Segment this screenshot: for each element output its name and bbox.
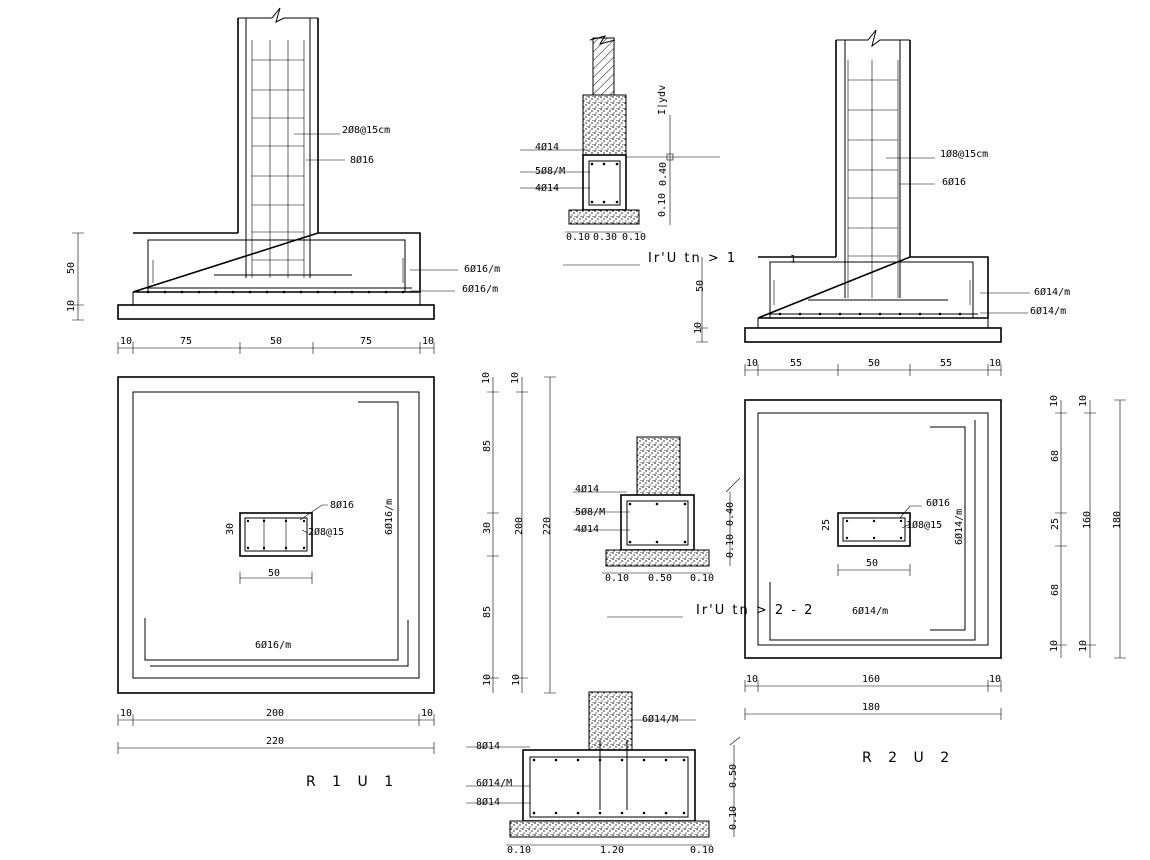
sec1-b2: 0.30 <box>593 232 617 243</box>
f2-h10: 10 <box>693 322 704 334</box>
f2-bars-label: 6Ø16 <box>942 176 966 188</box>
p2-bars-label: 6Ø16 <box>926 497 950 509</box>
r-10a: 10 <box>1049 395 1060 407</box>
sec3-h: 0.50 <box>728 764 739 788</box>
f2-d55a: 55 <box>790 358 802 369</box>
sec1-h2: 0.10 <box>657 193 668 217</box>
v-10a: 10 <box>481 372 492 384</box>
f1-top-label: 6Ø16/m <box>464 263 500 275</box>
sec3-b1: 0.10 <box>507 845 531 856</box>
f2-top-label: 6Ø14/m <box>1034 286 1070 298</box>
p1-stir-label: 2Ø8@15 <box>308 526 344 538</box>
r-68a: 68 <box>1050 450 1061 462</box>
v-220: 220 <box>542 517 553 535</box>
p2-w50: 50 <box>866 558 878 569</box>
v-85b: 85 <box>482 606 493 618</box>
f2-stirrup-label: 1Ø8@15cm <box>940 148 988 160</box>
r-180: 180 <box>1112 511 1123 529</box>
v-200: 200 <box>514 517 525 535</box>
r-68b: 68 <box>1050 584 1061 596</box>
f1-bars-label: 8Ø16 <box>350 154 374 166</box>
sec2-h2: 0.10 <box>725 534 736 558</box>
f2-h50: 50 <box>695 280 706 292</box>
p2-stir-label: 1Ø8@15 <box>906 519 942 531</box>
section-1-detail: 4Ø14 5Ø8/M 4Ø14 I|ydv 0.40 0.10 0.10 0.3… <box>520 35 796 266</box>
p2-d10b: 10 <box>989 674 1001 685</box>
f1-d75b: 75 <box>360 336 372 347</box>
sec3-bot-label: 8Ø14 <box>476 796 500 808</box>
sec2-top-label: 4Ø14 <box>575 483 599 495</box>
v-30: 30 <box>482 522 493 534</box>
sec2-h: 0.40 <box>725 502 736 526</box>
f1-d75a: 75 <box>180 336 192 347</box>
sec1-bot-label: 4Ø14 <box>535 182 559 194</box>
p1-d200: 200 <box>266 708 284 719</box>
p1-side-label: 6Ø16/m <box>383 499 395 535</box>
f1-h50: 50 <box>66 262 77 274</box>
f2-d10a: 10 <box>746 358 758 369</box>
sec3-h2: 0.10 <box>728 806 739 830</box>
sec1-mid-label: 5Ø8/M <box>535 165 565 177</box>
footing-2-plan: 6Ø16 1Ø8@15 25 50 6Ø14/m 10 160 10 180 R… <box>744 395 1126 766</box>
sec1-top-label: 4Ø14 <box>535 141 559 153</box>
sec3-b2: 1.20 <box>600 845 624 856</box>
p1-title: R 1 U 1 <box>306 774 399 790</box>
f1-stirrup-label: 2Ø8@15cm <box>342 124 390 136</box>
p2-side-label: 6Ø14/m <box>953 509 965 545</box>
p2-d10a: 10 <box>746 674 758 685</box>
p1-h30: 30 <box>225 523 236 535</box>
p1-d10b: 10 <box>421 708 433 719</box>
p1-w50: 50 <box>268 568 280 579</box>
f1-h10: 10 <box>66 300 77 312</box>
v-10c: 10 <box>482 674 493 686</box>
p2-d180: 180 <box>862 702 880 713</box>
f1-bottom-label: 6Ø16/m <box>462 283 498 295</box>
sec1-vlabel: I|ydv <box>657 85 668 115</box>
sec3-b3: 0.10 <box>690 845 714 856</box>
sec1-h: 0.40 <box>658 162 669 186</box>
f2-d55b: 55 <box>940 358 952 369</box>
footing-2-elevation: 1Ø8@15cm 6Ø16 6Ø14/m 6Ø14/m 50 10 10 55 … <box>693 29 1070 376</box>
sec2-mid-label: 5Ø8/M <box>575 506 605 518</box>
footing-1-plan: 8Ø16 2Ø8@15 30 50 6Ø16/m 6Ø16/m 10 200 1… <box>117 372 556 790</box>
sec3-top-label: 8Ø14 <box>476 740 500 752</box>
f2-d50: 50 <box>868 358 880 369</box>
r-25: 25 <box>1050 518 1061 530</box>
sec2-bot-label: 4Ø14 <box>575 523 599 535</box>
f2-d10b: 10 <box>989 358 1001 369</box>
v-10b: 10 <box>510 372 521 384</box>
f1-d50: 50 <box>270 336 282 347</box>
r-10b: 10 <box>1078 395 1089 407</box>
sec2-title: Ir'U tn > 2 - 2 <box>696 603 814 618</box>
r-10c: 10 <box>1049 640 1060 652</box>
p2-h25: 25 <box>821 519 832 531</box>
f1-d10a: 10 <box>120 336 132 347</box>
r-160: 160 <box>1082 511 1093 529</box>
sec2-b2: 0.50 <box>648 573 672 584</box>
sec2-title-b: 6Ø14/m <box>852 605 888 617</box>
p1-bars-label: 8Ø16 <box>330 499 354 511</box>
sec2-b3: 0.10 <box>690 573 714 584</box>
f1-d10b: 10 <box>422 336 434 347</box>
p1-d10a: 10 <box>120 708 132 719</box>
f2-bottom-label: 6Ø14/m <box>1030 305 1066 317</box>
p1-bottom-label: 6Ø16/m <box>255 639 291 651</box>
p2-d160: 160 <box>862 674 880 685</box>
section-2-detail: 4Ø14 5Ø8/M 4Ø14 0.40 0.10 0.10 0.50 0.10… <box>573 436 888 618</box>
sec3-mid-label: 6Ø14/M <box>476 777 512 789</box>
r-10d: 10 <box>1078 640 1089 652</box>
sec1-title: Ir'U tn > 1 <box>648 251 737 266</box>
section-3-detail: 6Ø14/M 8Ø14 6Ø14/M 8Ø14 0.50 0.10 0.10 1… <box>466 691 741 856</box>
sec1-num: 1 <box>790 254 796 265</box>
footing-1-elevation: 2Ø8@15cm 8Ø16 6Ø16/m 6Ø16/m 50 10 10 75 … <box>66 7 500 354</box>
sec3-col-label: 6Ø14/M <box>642 713 678 725</box>
sec1-b3: 0.10 <box>622 232 646 243</box>
v-85a: 85 <box>482 440 493 452</box>
sec1-b1: 0.10 <box>566 232 590 243</box>
p1-d220: 220 <box>266 736 284 747</box>
p2-title: R 2 U 2 <box>862 750 955 766</box>
sec2-b1: 0.10 <box>605 573 629 584</box>
v-10d: 10 <box>511 674 522 686</box>
